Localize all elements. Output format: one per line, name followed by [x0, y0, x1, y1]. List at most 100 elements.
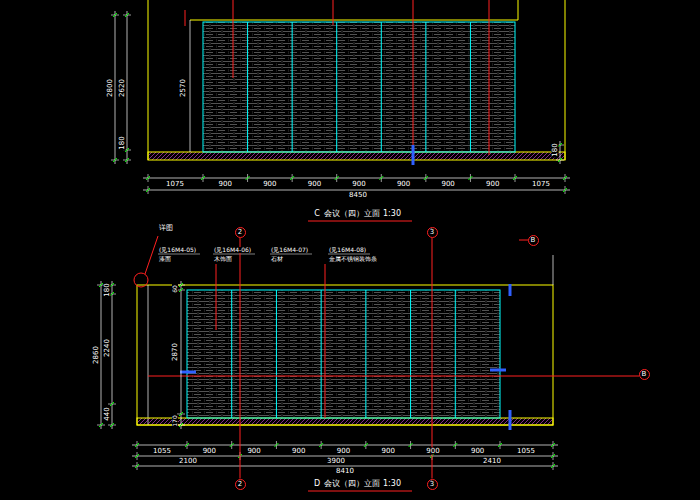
dimension-text: 2870 — [172, 342, 179, 362]
panel-joint — [276, 290, 277, 418]
dimension-text: 2100 — [178, 458, 198, 465]
callout-circle: 3 — [427, 227, 438, 238]
wall-panel — [187, 290, 500, 418]
dimension-text: 180 — [104, 282, 111, 297]
panel-joint — [365, 290, 366, 418]
wall-panel — [203, 22, 515, 152]
reference-line — [553, 255, 554, 285]
dimension-tick — [558, 158, 562, 162]
material-note: 石材 — [270, 256, 284, 262]
dimension-tick — [125, 158, 129, 162]
dimension-tick — [364, 443, 368, 447]
material-note: (见16M4-06) — [213, 247, 252, 253]
dimension-text: 8410 — [335, 468, 355, 475]
leader-line — [333, 0, 334, 25]
material-note: (见16M4-07) — [270, 247, 309, 253]
dimension-tick — [409, 443, 413, 447]
dimension-tick — [274, 443, 278, 447]
dimension-tick — [135, 464, 139, 468]
dimension-text: 900 — [440, 181, 455, 188]
leader-line — [413, 0, 414, 165]
dimension-tick — [379, 176, 383, 180]
dimension-tick — [179, 283, 183, 287]
wall-outline — [148, 0, 149, 160]
dimension-text: 900 — [202, 448, 217, 455]
dimension-tick — [179, 423, 183, 427]
callout-circle: 2 — [235, 479, 246, 490]
material-note: 金属不锈钢装饰条 — [328, 256, 378, 262]
dimension-tick — [113, 158, 117, 162]
callout-number: B — [531, 237, 536, 244]
dimension-tick — [551, 464, 555, 468]
dimension-line — [127, 11, 128, 164]
dimension-tick — [551, 443, 555, 447]
dimension-tick — [125, 148, 129, 152]
panel-joint — [410, 290, 411, 418]
dimension-tick — [185, 443, 189, 447]
dimension-text: 1075 — [165, 181, 185, 188]
note-underline — [328, 254, 370, 255]
dimension-tick — [563, 176, 567, 180]
dimension-tick — [246, 176, 250, 180]
ceiling-line — [190, 20, 518, 21]
panel-joint — [336, 22, 337, 152]
dimension-text: 2240 — [104, 338, 111, 358]
dimension-tick — [99, 283, 103, 287]
dimension-line — [101, 281, 102, 429]
dimension-line — [181, 281, 182, 429]
dimension-tick — [513, 176, 517, 180]
panel-joint — [231, 290, 232, 418]
dimension-text: 170 — [172, 414, 178, 427]
dimension-tick — [110, 283, 114, 287]
panel-joint — [470, 22, 471, 152]
callout-number: B — [642, 371, 647, 378]
view-title: C — [313, 210, 321, 218]
dimension-text: 900 — [351, 181, 366, 188]
dimension-text: 1075 — [531, 181, 551, 188]
leader-line — [145, 236, 158, 274]
dimension-text: 900 — [336, 448, 351, 455]
callout-circle: 3 — [427, 479, 438, 490]
leader-line — [233, 0, 234, 78]
dimension-tick — [230, 443, 234, 447]
panel-joint — [425, 22, 426, 152]
wall-outline — [137, 285, 553, 425]
dimension-tick — [146, 188, 150, 192]
dimension-text: 180 — [119, 135, 126, 150]
dimension-text: 2410 — [482, 458, 502, 465]
dimension-tick — [99, 423, 103, 427]
dimension-tick — [335, 176, 339, 180]
panel-joint — [247, 22, 248, 152]
note-underline — [270, 254, 312, 255]
floor-hatch — [137, 418, 553, 425]
section-mark — [490, 369, 506, 372]
dimension-tick — [125, 13, 129, 17]
dimension-tick — [135, 454, 139, 458]
dimension-tick — [110, 292, 114, 296]
dimension-text: 900 — [291, 448, 306, 455]
dimension-text: 1055 — [516, 448, 536, 455]
dimension-text: 2860 — [93, 345, 100, 365]
section-mark — [180, 371, 196, 374]
leader-line — [216, 264, 217, 330]
section-line — [148, 376, 639, 377]
dimension-text: 900 — [262, 181, 277, 188]
dimension-text: 900 — [218, 181, 233, 188]
dimension-text: 440 — [104, 406, 111, 421]
dimension-text: 3900 — [326, 458, 346, 465]
callout-number: 3 — [430, 229, 434, 236]
dimension-tick — [558, 143, 562, 147]
dimension-tick — [135, 443, 139, 447]
view-title: 1:30 — [382, 210, 402, 218]
leader-line — [489, 0, 490, 155]
dimension-text: 60 — [172, 284, 178, 294]
view-title: 会议（四）立面 — [323, 210, 381, 218]
dimension-tick — [110, 423, 114, 427]
view-title: 1:30 — [382, 480, 402, 488]
material-note: 木饰面 — [213, 256, 233, 262]
dimension-line — [143, 178, 570, 179]
material-note: (见16M4-05) — [158, 247, 197, 253]
wall-line — [148, 285, 149, 425]
panel-joint — [292, 22, 293, 152]
